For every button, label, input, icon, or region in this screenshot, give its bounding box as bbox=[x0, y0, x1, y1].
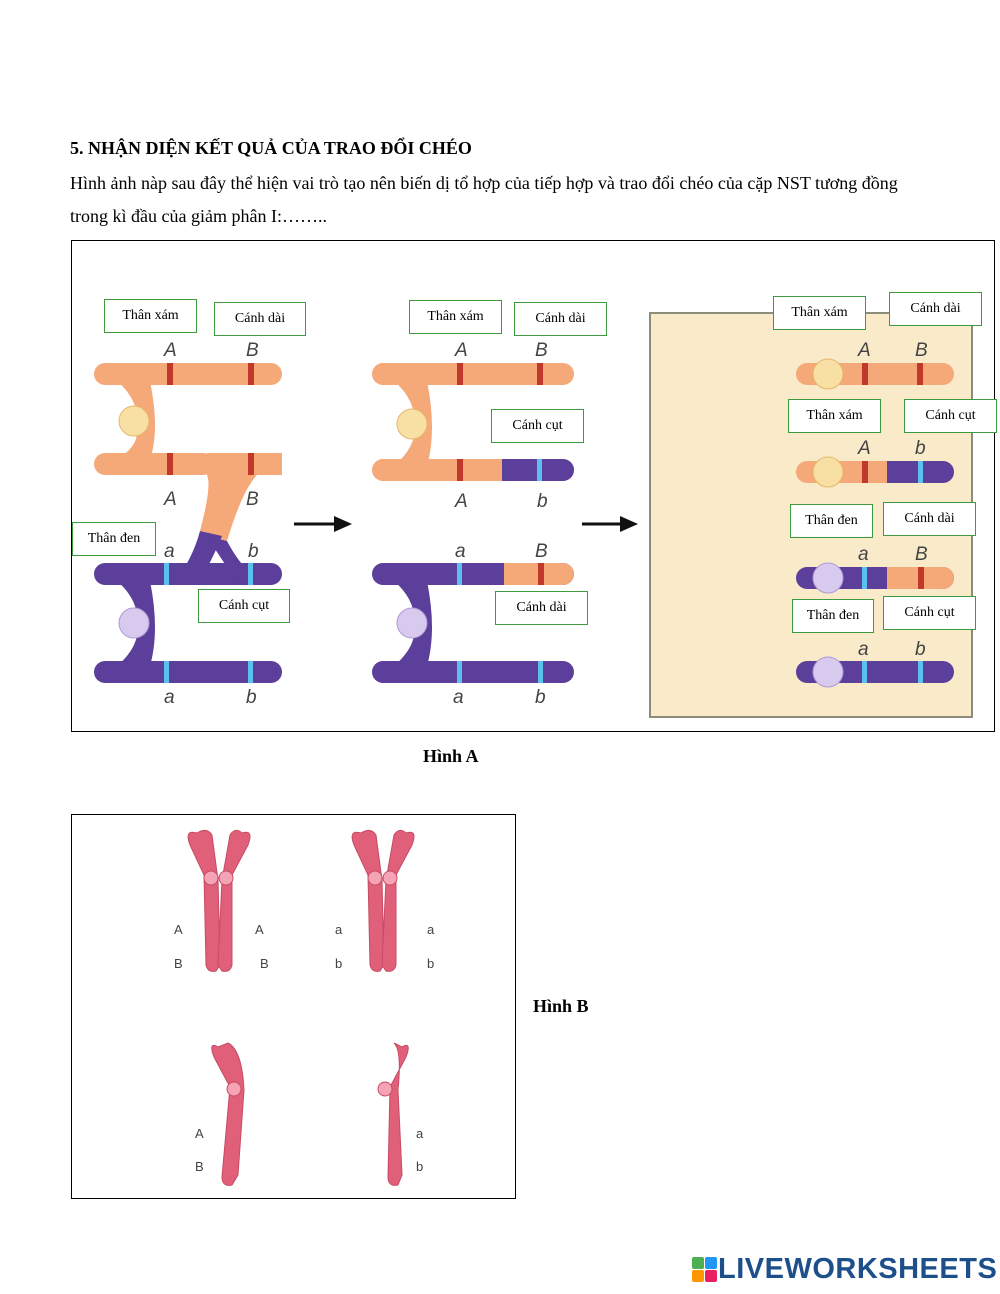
gene-B: B bbox=[174, 956, 183, 971]
label-canh-cut: Cánh cụt bbox=[198, 589, 290, 623]
logo-text: LIVEWORKSHEETS bbox=[718, 1253, 997, 1286]
gamete-AB bbox=[796, 359, 954, 389]
gamete-aB bbox=[796, 563, 954, 593]
label-canh-dai: Cánh dài bbox=[883, 502, 976, 536]
intro-line-2: trong kì đầu của giảm phân I:…….. bbox=[70, 206, 327, 227]
gene-a: a bbox=[427, 922, 435, 937]
logo-icon bbox=[692, 1257, 718, 1283]
chromatid-AB bbox=[212, 1043, 244, 1185]
label-than-den: Thân đen bbox=[792, 599, 874, 633]
gene-A: A bbox=[454, 340, 468, 361]
arrow-1 bbox=[294, 516, 352, 532]
gene-B: B bbox=[535, 541, 548, 562]
label-than-xam: Thân xám bbox=[788, 399, 881, 433]
gene-a: a bbox=[858, 639, 869, 660]
liveworksheets-logo[interactable]: LIVEWORKSHEETS bbox=[692, 1253, 997, 1286]
intro-line-1: Hình ảnh nàp sau đây thể hiện vai trò tạ… bbox=[70, 173, 898, 194]
gene-B: B bbox=[535, 340, 548, 361]
gene-A: A bbox=[857, 340, 871, 361]
gene-B: B bbox=[915, 544, 928, 565]
gene-a: a bbox=[453, 687, 464, 708]
label-than-xam: Thân xám bbox=[773, 296, 866, 330]
caption-hinh-b: Hình B bbox=[533, 996, 589, 1017]
gene-a: a bbox=[164, 687, 175, 708]
gene-a: a bbox=[335, 922, 343, 937]
gamete-ab bbox=[796, 657, 954, 687]
gene-A: A bbox=[163, 489, 177, 510]
label-than-xam: Thân xám bbox=[409, 300, 502, 334]
gene-b: b bbox=[915, 438, 926, 459]
chromatid-ab bbox=[378, 1043, 408, 1185]
gene-a: a bbox=[164, 541, 175, 562]
label-than-xam: Thân xám bbox=[104, 299, 197, 333]
gene-A: A bbox=[195, 1126, 204, 1141]
label-canh-dai: Cánh dài bbox=[514, 302, 607, 336]
gene-b: b bbox=[537, 491, 548, 512]
gene-A: A bbox=[255, 922, 264, 937]
label-canh-cut: Cánh cụt bbox=[491, 409, 584, 443]
gene-A: A bbox=[454, 491, 468, 512]
gene-b: b bbox=[416, 1159, 423, 1174]
gene-B: B bbox=[246, 489, 259, 510]
gene-B: B bbox=[915, 340, 928, 361]
section-heading: 5. NHẬN DIỆN KẾT QUẢ CỦA TRAO ĐỔI CHÉO bbox=[70, 138, 472, 159]
stage1-grey-chromosome bbox=[94, 363, 282, 541]
gene-A: A bbox=[163, 340, 177, 361]
label-canh-dai: Cánh dài bbox=[495, 591, 588, 625]
label-canh-cut: Cánh cụt bbox=[883, 596, 976, 630]
gene-a: a bbox=[858, 544, 869, 565]
gene-b: b bbox=[248, 541, 259, 562]
gene-b: b bbox=[915, 639, 926, 660]
gene-A: A bbox=[857, 438, 871, 459]
label-canh-dai: Cánh dài bbox=[889, 292, 982, 326]
label-canh-dai: Cánh dài bbox=[214, 302, 306, 336]
gene-b: b bbox=[427, 956, 434, 971]
figure-b: A A B B a a b b A B a b bbox=[71, 814, 516, 1199]
figure-a: A B A B a b a b bbox=[71, 240, 995, 732]
caption-hinh-a: Hình A bbox=[423, 746, 479, 767]
gene-A: A bbox=[174, 922, 183, 937]
gene-a: a bbox=[416, 1126, 424, 1141]
chromosome-AB-duplicated bbox=[188, 830, 250, 971]
gene-b: b bbox=[335, 956, 342, 971]
label-than-den: Thân đen bbox=[72, 522, 156, 556]
gene-b: b bbox=[535, 687, 546, 708]
label-than-den: Thân đen bbox=[790, 504, 873, 538]
gene-B: B bbox=[195, 1159, 204, 1174]
gamete-Ab bbox=[796, 457, 954, 487]
gene-a: a bbox=[455, 541, 466, 562]
chromosome-ab-duplicated bbox=[352, 830, 414, 971]
gene-B: B bbox=[260, 956, 269, 971]
figure-b-illustration: A A B B a a b b A B a b bbox=[72, 815, 515, 1198]
gene-B: B bbox=[246, 340, 259, 361]
gene-b: b bbox=[246, 687, 257, 708]
label-canh-cut: Cánh cụt bbox=[904, 399, 997, 433]
arrow-2 bbox=[582, 516, 638, 532]
